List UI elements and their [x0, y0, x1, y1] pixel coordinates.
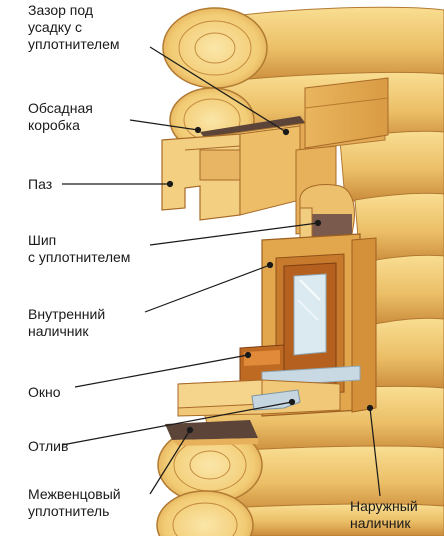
leader-lines	[61, 46, 381, 497]
label-drip: Отлив	[28, 438, 69, 454]
log-5	[364, 254, 444, 328]
log-wall	[156, 6, 444, 536]
window-frame	[177, 233, 377, 417]
label-groove: Паз	[28, 176, 53, 192]
glass	[293, 273, 327, 356]
inter-log-seal	[165, 420, 258, 440]
label-gap: Зазор под усадку с уплотнителем	[28, 2, 120, 52]
label-tenon: Шип с уплотнителем	[28, 232, 131, 265]
outer-trim-board	[351, 237, 377, 413]
label-outer-trim: Наружный наличник	[350, 498, 418, 531]
log-6	[369, 317, 444, 391]
label-window: Окно	[28, 384, 61, 400]
label-inner-trim: Внутренний наличник	[28, 306, 106, 339]
label-seal: Межвенцовый уплотнитель	[28, 486, 121, 519]
log-end-bottom-2	[156, 490, 254, 536]
label-casing-box: Обсадная коробка	[28, 100, 93, 133]
